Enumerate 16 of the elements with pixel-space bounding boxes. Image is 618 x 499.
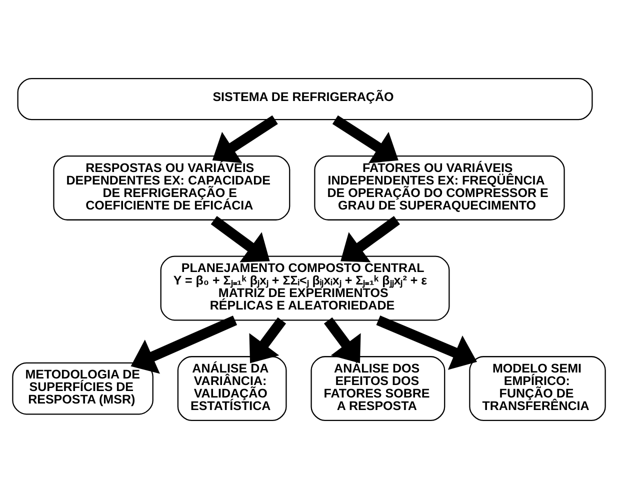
node-box: FATORES OU VARIÁVEIS INDEPENDENTES EX: FREQÜÊNCIA DE OPERAÇÃO DO COMPRESSOR E GRAU DE SUPERAQUECIMENTO	[314, 155, 565, 220]
arrow	[324, 317, 361, 364]
node-box: SISTEMA DE REFRIGERAÇÃO	[17, 78, 593, 120]
node-box: METODOLOGIA DE SUPERFÍCIES DE RESPOSTA (MSR)	[12, 362, 154, 415]
arrow	[210, 216, 270, 262]
arrow	[340, 216, 400, 262]
node-box: RESPOSTAS OU VARIÁVEIS DEPENDENTES EX: CAPACIDADE DE REFRIGERAÇÃO E COEFICIENTE DE EFICÁCIA	[53, 155, 290, 220]
node-box: PLANEJAMENTO COMPOSTO CENTRAL Y = β₀ + Σⱼ₌₁ᵏ βⱼxⱼ + ΣΣᵢ<ⱼ βᵢⱼxᵢxⱼ + Σⱼ₌₁ᵏ βⱼⱼxⱼ² + ε MATRIZ DE EXPERIMENTOS RÉPLICAS E ALEATORIEDADE	[160, 256, 450, 321]
arrow	[130, 316, 238, 374]
arrow	[212, 115, 278, 164]
node-box: MODELO SEMI EMPÍRICO: FUNÇÃO DE TRANSFERÊNCIA	[469, 356, 606, 421]
arrow	[249, 317, 286, 364]
arrow	[332, 115, 398, 164]
node-box: ANÁLISE DOS EFEITOS DOS FATORES SOBRE A RESPOSTA	[310, 356, 446, 421]
arrow	[376, 316, 477, 370]
node-box: ANÁLISE DA VARIÂNCIA: VALIDAÇÃO ESTATÍSTICA	[177, 356, 287, 421]
